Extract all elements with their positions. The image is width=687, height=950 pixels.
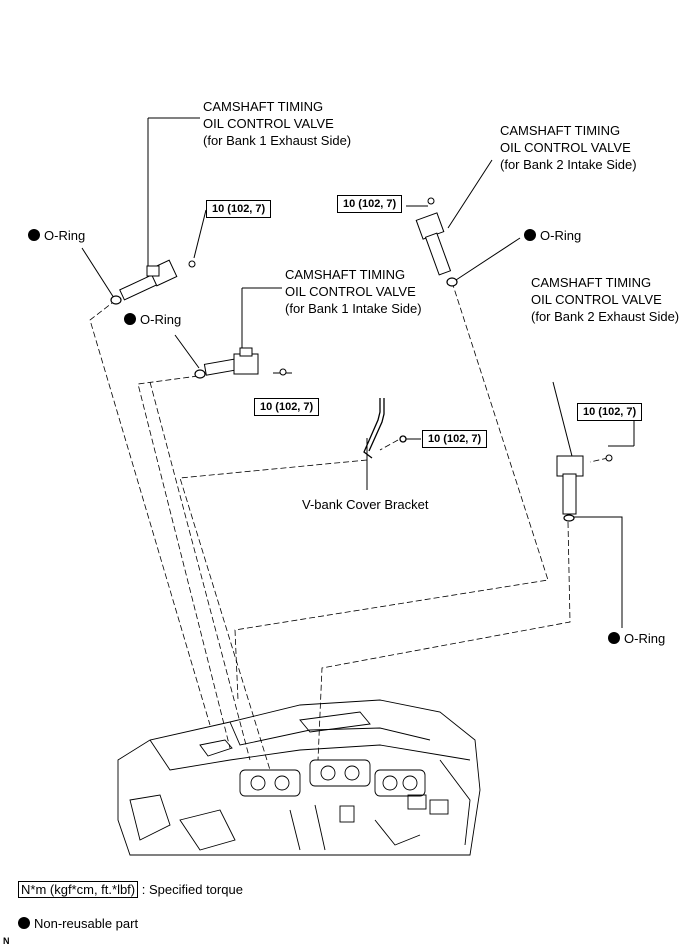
label-line: OIL CONTROL VALVE (203, 116, 334, 131)
label-line: CAMSHAFT TIMING (531, 275, 652, 290)
leader-oring-1 (81, 247, 115, 299)
nonreusable-dot-icon (524, 229, 536, 241)
legend-torque-unit: N*m (kgf*cm, ft.*lbf) (18, 881, 139, 898)
nonreusable-dot-icon (608, 632, 620, 644)
label-line: OIL CONTROL VALVE (285, 284, 416, 299)
leader-oring-2 (174, 334, 200, 369)
oring-text: O-Ring (624, 631, 666, 646)
label-line: CAMSHAFT TIMING (285, 267, 406, 282)
nonreusable-dot-icon (28, 229, 40, 241)
label-line: (for Bank 1 Intake Side) (285, 301, 422, 316)
dash-b2ex-bolt (589, 457, 609, 463)
label-line: CAMSHAFT TIMING (500, 123, 621, 138)
dash-b2-exhaust (317, 521, 571, 761)
corner-code: N (3, 936, 10, 946)
legend-nonreusable: Non-reusable part (18, 915, 138, 932)
oring-label-4: O-Ring (608, 631, 665, 647)
dash-bolt (379, 439, 399, 451)
dash-b2-intake (234, 281, 549, 701)
engine-part (117, 699, 481, 856)
torque-box-b1-exhaust: 10 (102, 7) (206, 200, 272, 218)
torque-box-b1-intake: 10 (102, 7) (254, 398, 320, 416)
label-line: (for Bank 2 Exhaust Side) (531, 309, 680, 324)
leader-oring-3 (455, 237, 521, 281)
legend-torque-text: : Specified torque (141, 882, 243, 897)
oring-label-1: O-Ring (28, 228, 85, 244)
dash-b1-intake (137, 375, 231, 749)
legend-torque: N*m (kgf*cm, ft.*lbf) : Specified torque (18, 881, 243, 898)
label-valve-b1-exhaust: CAMSHAFT TIMING OIL CONTROL VALVE (for B… (203, 98, 351, 149)
nonreusable-dot-icon (124, 313, 136, 325)
label-bracket: V-bank Cover Bracket (302, 497, 429, 512)
legend-nonreusable-text: Non-reusable part (34, 916, 139, 931)
leader-b2-exhaust (552, 381, 574, 461)
leader-oring-4 (571, 516, 623, 628)
oring-label-2: O-Ring (124, 312, 181, 328)
torque-box-b2-exhaust: 10 (102, 7) (577, 403, 643, 421)
leader-torque-1 (193, 209, 207, 259)
dash-b1-exhaust (89, 299, 211, 726)
leader-b2-intake (447, 159, 493, 229)
label-line: (for Bank 2 Intake Side) (500, 157, 637, 172)
valve-b2-intake-part (415, 197, 452, 276)
label-line: OIL CONTROL VALVE (500, 140, 631, 155)
oring-text: O-Ring (44, 228, 86, 243)
label-valve-b2-exhaust: CAMSHAFT TIMING OIL CONTROL VALVE (for B… (531, 274, 679, 325)
vbank-bracket-part (363, 398, 407, 459)
valve-b2-exhaust-part (556, 454, 613, 515)
label-line: CAMSHAFT TIMING (203, 99, 324, 114)
valve-b1-exhaust-part (119, 259, 196, 301)
torque-box-b2-intake: 10 (102, 7) (337, 195, 403, 213)
label-line: OIL CONTROL VALVE (531, 292, 662, 307)
oring-part-3 (446, 277, 458, 287)
dash-bracket (179, 459, 368, 771)
oring-part-1 (110, 295, 122, 305)
oring-part-2 (194, 369, 206, 379)
oring-part-4 (563, 514, 575, 522)
oring-text: O-Ring (140, 312, 182, 327)
valve-b1-intake-part (203, 347, 287, 376)
label-valve-b1-intake: CAMSHAFT TIMING OIL CONTROL VALVE (for B… (285, 266, 422, 317)
oring-text: O-Ring (540, 228, 582, 243)
label-line: (for Bank 1 Exhaust Side) (203, 133, 352, 148)
label-valve-b2-intake: CAMSHAFT TIMING OIL CONTROL VALVE (for B… (500, 122, 637, 173)
oring-label-3: O-Ring (524, 228, 581, 244)
dash-b1-intake-2 (149, 381, 251, 761)
nonreusable-dot-icon (18, 917, 30, 929)
torque-box-bracket: 10 (102, 7) (422, 430, 488, 448)
